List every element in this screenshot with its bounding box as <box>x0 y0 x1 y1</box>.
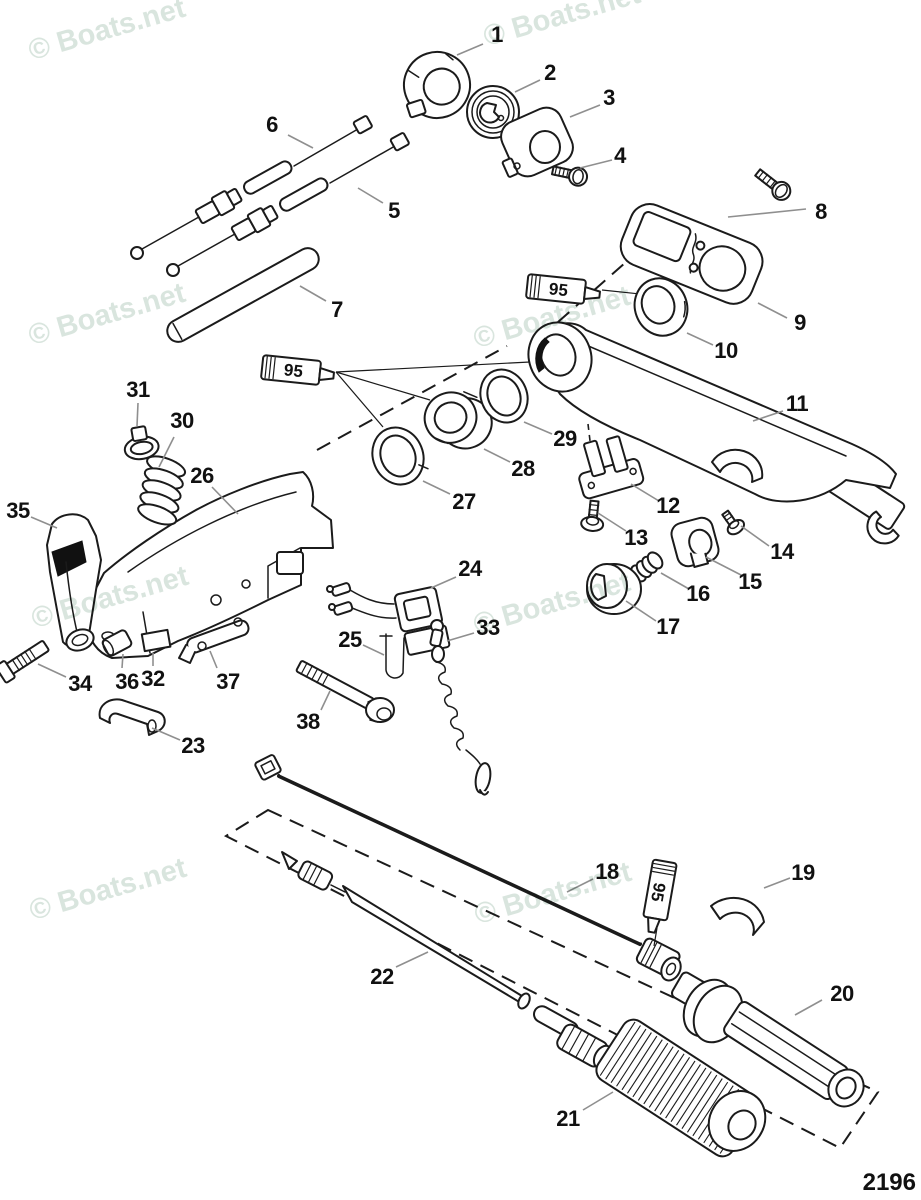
alignment-dash-line-1 <box>316 345 508 451</box>
part-13-screw <box>580 499 605 533</box>
part-21-knurled-grip <box>595 1018 767 1158</box>
part-35-shift-lever <box>46 513 102 652</box>
lube-95-label-b: 95 <box>283 360 304 381</box>
kit-outline-dashed-box <box>223 808 880 1150</box>
lubricant-tube-b: 95 <box>260 354 335 386</box>
part-3-plate <box>500 106 574 178</box>
lubricant-tube-c: 95 <box>642 858 678 934</box>
part-32-pad <box>140 628 172 653</box>
part-23-clip <box>98 698 166 736</box>
alignment-dash-line-3 <box>587 423 592 450</box>
part-27-seal-ring <box>371 426 429 486</box>
part-10-ring <box>633 277 689 337</box>
part-6-cable <box>130 115 373 260</box>
part-30-spring <box>137 455 187 526</box>
part-33-lanyard <box>429 619 492 796</box>
part-18-link-rod <box>254 754 682 982</box>
part-17-knob <box>586 563 642 615</box>
part-28-collar <box>423 391 493 450</box>
alignment-dash-line-2 <box>557 246 644 323</box>
part-25-retaining-clip <box>379 633 405 679</box>
part-14-screw <box>721 509 746 536</box>
part-20-throttle-shaft <box>671 971 865 1108</box>
part-5-cable <box>166 132 410 277</box>
part-19-half-shell <box>710 896 765 936</box>
part-29-ring <box>479 368 529 424</box>
part-26-steering-bracket <box>87 471 334 659</box>
part-34-bolt <box>0 640 50 684</box>
part-37-link-bracket <box>178 617 250 664</box>
part-22-cable-assembly <box>281 851 614 1070</box>
part-1-cam-ring <box>403 51 471 120</box>
lube-95-label-c: 95 <box>647 881 669 903</box>
part-15-clamp-block <box>670 516 720 568</box>
lube-line-c <box>653 927 658 947</box>
lube-line-a <box>601 289 641 295</box>
part-4-screw <box>550 165 589 187</box>
part-8-screw <box>754 168 792 201</box>
part-16-spring <box>630 551 664 583</box>
lube-fan-lines <box>335 361 531 428</box>
part-12-bracket <box>578 435 645 500</box>
sheet-number: 2196 <box>862 1169 916 1196</box>
part-38-pivot-bolt <box>295 660 395 723</box>
lube-95-label-a: 95 <box>548 279 569 300</box>
lubricant-tube-a: 95 <box>525 273 601 305</box>
part-36-bushing <box>101 629 133 657</box>
part-31-hose-clamp <box>123 425 160 461</box>
part-7-sleeve <box>166 247 320 343</box>
part-9-cover-plate <box>619 203 764 305</box>
part-11-tiller-arm <box>527 321 906 545</box>
